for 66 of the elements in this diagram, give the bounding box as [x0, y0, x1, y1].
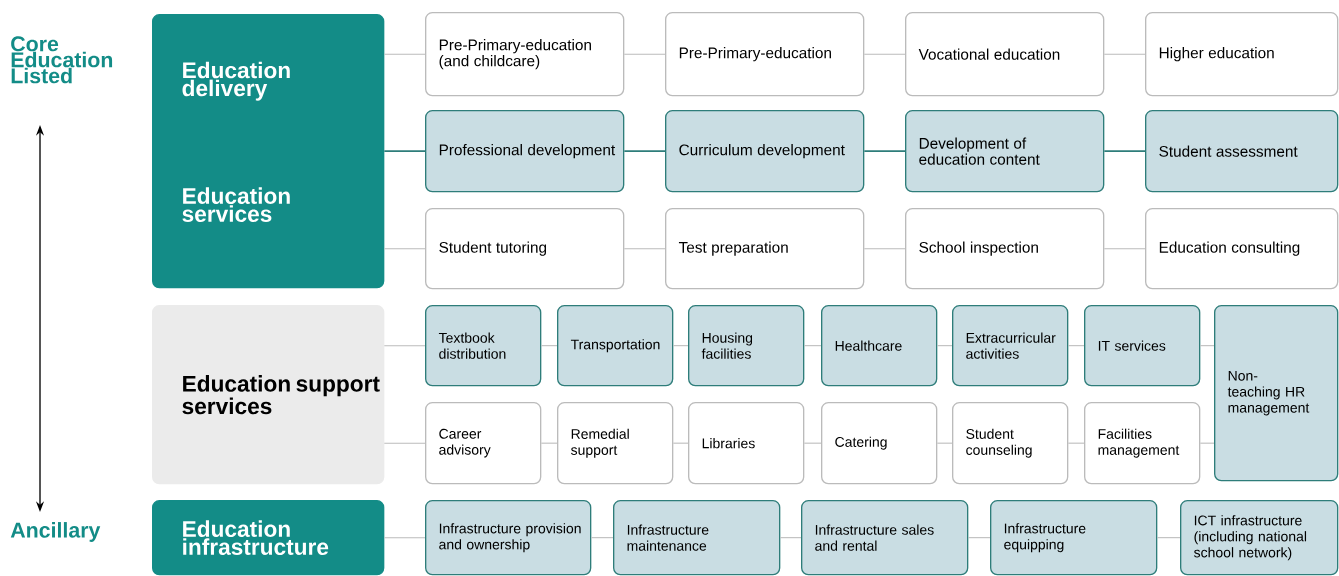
entry-box: School inspection: [905, 208, 1105, 290]
entry-box: Curriculum development: [665, 110, 865, 193]
connector-line: [672, 442, 689, 444]
entry-box: IT services: [1084, 305, 1201, 387]
connector-line: [863, 53, 906, 55]
entry-box: ICT infrastructure (including national school network): [1180, 500, 1339, 576]
connector-line: [383, 537, 426, 539]
entry-box: Remedial support: [557, 402, 674, 485]
connector-line: [672, 345, 689, 347]
entry-box: Education consulting: [1145, 208, 1339, 290]
connector-line: [967, 537, 991, 539]
connector-line: [1103, 248, 1146, 250]
category-box: Education infrastructure: [152, 500, 385, 576]
entry-box: Non-teaching HR management: [1214, 305, 1339, 482]
entry-box: Infrastructure maintenance: [613, 500, 781, 576]
connector-line: [779, 537, 802, 539]
entry-box: Development of education content: [905, 110, 1105, 193]
entry-box: Student tutoring: [425, 208, 625, 290]
connector-line: [383, 248, 426, 250]
entry-box: Test preparation: [665, 208, 865, 290]
connector-line: [1067, 442, 1085, 444]
entry-box: Libraries: [688, 402, 805, 485]
connector-line: [383, 345, 426, 347]
connector-line: [540, 345, 558, 347]
entry-box: Career advisory: [425, 402, 542, 485]
entry-box: Infrastructure provision and ownership: [425, 500, 592, 576]
connector-line: [623, 53, 666, 55]
entry-box: Professional development: [425, 110, 625, 193]
connector-line: [1199, 345, 1215, 347]
connector-line: [936, 442, 953, 444]
entry-box: Pre-Primary-education (and childcare): [425, 12, 625, 97]
connector-line: [623, 150, 666, 153]
entry-box: Textbook distribution: [425, 305, 542, 387]
connector-line: [936, 345, 953, 347]
entry-box: Student counseling: [952, 402, 1069, 485]
entry-box: Extracurricular activities: [952, 305, 1069, 387]
entry-box: Facilities management: [1084, 402, 1201, 485]
connector-line: [540, 442, 558, 444]
entry-box: Housing facilities: [688, 305, 805, 387]
entry-box: Higher education: [1145, 12, 1339, 97]
entry-box: Infrastructure equipping: [990, 500, 1158, 576]
entry-box: Infrastructure sales and rental: [801, 500, 969, 576]
connector-line: [1103, 150, 1146, 153]
connector-line: [803, 345, 822, 347]
connector-line: [383, 53, 426, 55]
connector-line: [803, 442, 822, 444]
entry-box: Pre-Primary-education: [665, 12, 865, 97]
entry-box: Catering: [821, 402, 938, 485]
connector-line: [590, 537, 614, 539]
scale-label: Ancillary: [10, 522, 101, 542]
scale-label: Core Education Listed: [11, 36, 113, 84]
connector-line: [1199, 442, 1215, 444]
entry-box: Student assessment: [1145, 110, 1339, 193]
category-box: Education support services: [152, 305, 385, 485]
connector-line: [863, 248, 906, 250]
connector-line: [623, 248, 666, 250]
connector-line: [1156, 537, 1181, 539]
connector-line: [1103, 53, 1146, 55]
entry-box: Vocational education: [905, 12, 1105, 97]
category-box: Education delivery Education services: [152, 14, 385, 289]
entry-box: Transportation: [557, 305, 674, 387]
connector-line: [1067, 345, 1085, 347]
entry-box: Healthcare: [821, 305, 938, 387]
connector-line: [383, 150, 426, 153]
connector-line: [863, 150, 906, 153]
connector-line: [383, 442, 426, 444]
